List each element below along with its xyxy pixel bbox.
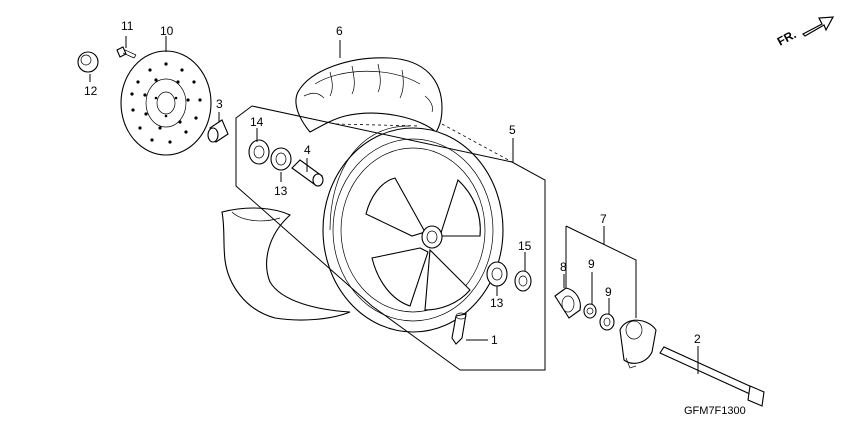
disc-bolt (116, 46, 137, 59)
front-direction-indicator: FR. (775, 16, 835, 49)
callout-15: 15 (518, 239, 532, 253)
callout-9-upper: 9 (588, 257, 595, 271)
callout-14: 14 (250, 115, 264, 129)
bearing-right (486, 261, 508, 287)
callout-11: 11 (121, 19, 134, 33)
diagram-code: GFM7F1300 (684, 405, 746, 417)
dust-seal-right (514, 270, 532, 292)
dust-seal-left (248, 139, 270, 165)
speedometer-gearbox (619, 319, 657, 369)
callout-9-lower: 9 (605, 285, 612, 299)
thrust-washer-a (583, 303, 597, 319)
callout-4: 4 (304, 143, 311, 157)
front-axle (659, 346, 765, 407)
leader-lines (89, 36, 699, 374)
bearing-left (270, 147, 292, 171)
callout-5: 5 (509, 123, 516, 137)
tire (221, 57, 443, 321)
direction-label: FR. (775, 27, 799, 48)
disc-nut (77, 51, 99, 73)
gearbox-assembly-outline (565, 225, 637, 318)
front-arrow-icon (801, 16, 835, 37)
callout-8: 8 (560, 260, 567, 274)
callout-1: 1 (491, 333, 498, 347)
speedometer-gear-retainer (554, 287, 581, 319)
tire-valve (451, 312, 467, 345)
callout-10: 10 (160, 24, 174, 38)
callout-12: 12 (84, 84, 98, 98)
callout-6: 6 (336, 24, 343, 38)
callout-13-left: 13 (274, 184, 288, 198)
brake-disc (120, 50, 212, 156)
callout-2: 2 (694, 332, 701, 346)
thrust-washer-b (599, 313, 615, 331)
distance-collar (207, 119, 229, 143)
callout-13-right: 13 (490, 296, 504, 310)
callout-3: 3 (216, 97, 223, 111)
wheel-rim (322, 125, 504, 333)
callout-7: 7 (600, 212, 607, 226)
hub-assembly-outline (235, 105, 546, 371)
callout-labels: 11 10 12 3 6 14 13 4 5 15 13 7 8 9 9 2 1 (84, 19, 701, 347)
